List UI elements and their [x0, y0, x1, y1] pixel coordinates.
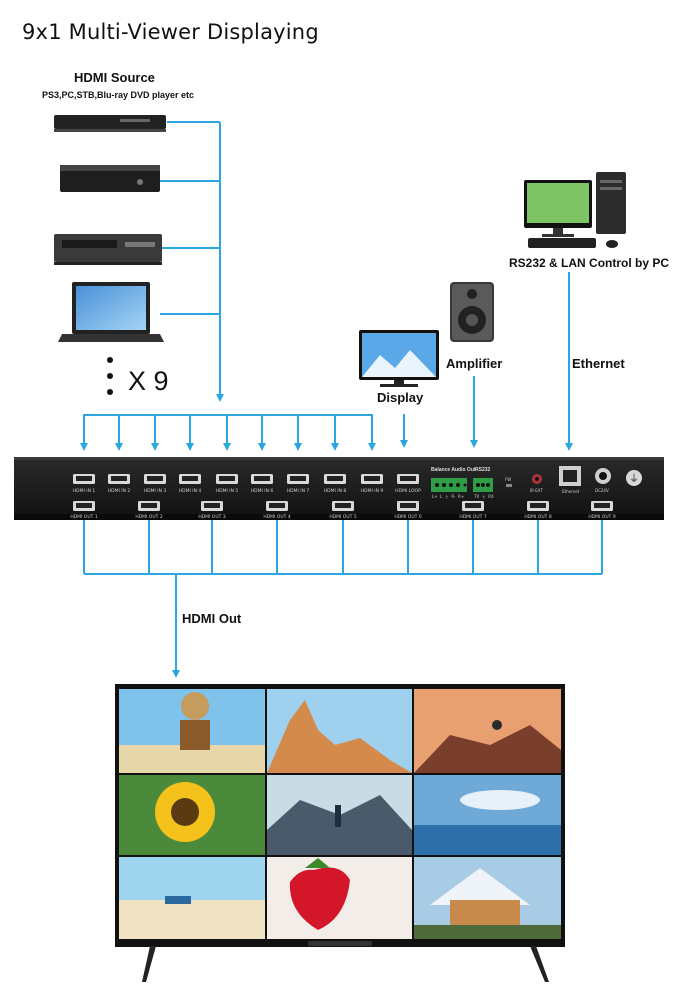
tv-tile-desert-arch: [267, 689, 412, 773]
hdmi-output-port: HDMI OUT 8: [524, 501, 552, 520]
ethernet-label: Ethernet: [572, 356, 625, 371]
tv-tile-mountain-hiker: [267, 775, 412, 855]
hdmi-input-port: HDMI IN 2: [108, 474, 131, 494]
power-label: DC24V: [595, 488, 609, 493]
desktop-pc-icon: [524, 172, 626, 248]
hdmi-output-label: HDMI OUT 3: [198, 514, 226, 520]
tv-tile-sea-sky: [414, 775, 561, 855]
hdmi-input-port: HDMI LOOP: [395, 474, 421, 494]
fw-port: [506, 484, 512, 487]
input-drops: [80, 415, 376, 451]
hdmi-input-ports: HDMI IN 1 HDMI IN 2 HDMI IN 3 HDMI IN 4 HDMI…: [73, 474, 421, 494]
matrix-device: [14, 457, 664, 520]
audio-terminal-block: [431, 478, 467, 492]
hdmi-input-port: HDMI IN 5: [216, 474, 239, 494]
hdmi-output-label: HDMI OUT 9: [588, 514, 616, 520]
display-monitor-icon: [359, 330, 439, 387]
hdmi-output-port: HDMI OUT 1: [70, 501, 98, 520]
hdmi-input-port: HDMI IN 6: [251, 474, 274, 494]
audio-pin-labels: L+ L ⏚ R- R+: [432, 494, 465, 499]
tv-tile-sunflower: [119, 775, 265, 855]
ir-ext-label: IR-EXT: [530, 488, 543, 493]
hdmi-output-port: HDMI OUT 3: [198, 501, 226, 520]
hdmi-output-label: HDMI OUT 7: [459, 514, 487, 520]
ir-ext-jack: [532, 474, 542, 484]
ethernet-port: [559, 466, 581, 486]
display-label: Display: [377, 390, 424, 405]
audio-out-header: Balance Audio Out: [431, 467, 476, 473]
rs232-header: RS232: [475, 467, 491, 473]
hdmi-output-port: HDMI OUT 5: [329, 501, 357, 520]
pc-control-label: RS232 & LAN Control by PC: [509, 256, 670, 270]
set-top-box-icon: [60, 165, 160, 192]
hdmi-output-port: HDMI OUT 7: [459, 501, 487, 520]
hdmi-output-label: HDMI OUT 6: [394, 514, 422, 520]
page-title: 9x1 Multi-Viewer Displaying: [22, 20, 319, 44]
bluray-player-icon: [54, 115, 166, 132]
rs232-pin-labels: TX ⏚ RX: [474, 494, 494, 499]
hdmi-input-label: HDMI IN 7: [287, 488, 310, 494]
fw-label: FW: [505, 477, 512, 482]
source-multiplier: X 9: [128, 366, 169, 396]
ground-screw-icon: ⏚: [626, 470, 642, 486]
hdmi-output-port: HDMI OUT 4: [263, 501, 291, 520]
more-sources-dots-icon: [107, 357, 113, 395]
hdmi-input-label: HDMI IN 4: [179, 488, 202, 494]
hdmi-output-port: HDMI OUT 9: [588, 501, 616, 520]
hdmi-source-heading: HDMI Source: [74, 70, 155, 85]
tv-tile-church-volcano: [414, 857, 561, 939]
hdmi-input-label: HDMI IN 3: [144, 488, 167, 494]
hdmi-output-label: HDMI OUT 8: [524, 514, 552, 520]
hdmi-input-port: HDMI IN 7: [287, 474, 310, 494]
hdmi-input-port: HDMI IN 8: [324, 474, 347, 494]
hdmi-output-port: HDMI OUT 6: [394, 501, 422, 520]
tv-tile-strawberry: [267, 857, 412, 939]
hdmi-output-port: HDMI OUT 2: [135, 501, 163, 520]
hdmi-input-port: HDMI IN 9: [361, 474, 384, 494]
tv-tile-beach-chair: [119, 689, 265, 773]
tv-tile-beach-rest: [119, 857, 265, 939]
hdmi-source-subheading: PS3,PC,STB,Blu-ray DVD player etc: [42, 90, 195, 100]
svg-text:⏚: ⏚: [629, 473, 639, 485]
hdmi-input-label: HDMI IN 2: [108, 488, 131, 494]
power-jack: [595, 468, 611, 484]
tv-tile-canyon-sunset: [414, 689, 561, 773]
rs232-terminal-block: [473, 478, 493, 492]
hdmi-input-port: HDMI IN 4: [179, 474, 202, 494]
hdmi-input-label: HDMI IN 6: [251, 488, 274, 494]
hdmi-input-label: HDMI IN 8: [324, 488, 347, 494]
hdmi-input-port: HDMI IN 3: [144, 474, 167, 494]
amplifier-label: Amplifier: [446, 356, 503, 371]
hdmi-input-label: HDMI IN 9: [361, 488, 384, 494]
hdmi-input-label: HDMI IN 1: [73, 488, 96, 494]
hdmi-output-label: HDMI OUT 4: [263, 514, 291, 520]
vcr-player-icon: [54, 234, 162, 265]
ethernet-port-label: Ethernet: [562, 489, 580, 494]
amplifier-speaker-icon: [450, 282, 494, 342]
hdmi-input-port: HDMI IN 1: [73, 474, 96, 494]
hdmi-input-label: HDMI LOOP: [395, 488, 421, 494]
hdmi-input-label: HDMI IN 5: [216, 488, 239, 494]
output-drops: [83, 520, 603, 574]
hdmi-out-label: HDMI Out: [182, 611, 242, 626]
hdmi-output-label: HDMI OUT 2: [135, 514, 163, 520]
laptop-icon: [58, 282, 164, 342]
hdmi-output-ports: HDMI OUT 1 HDMI OUT 2 HDMI OUT 3 HDMI OUT 4…: [70, 501, 616, 520]
hdmi-output-label: HDMI OUT 1: [70, 514, 98, 520]
hdmi-output-label: HDMI OUT 5: [329, 514, 357, 520]
